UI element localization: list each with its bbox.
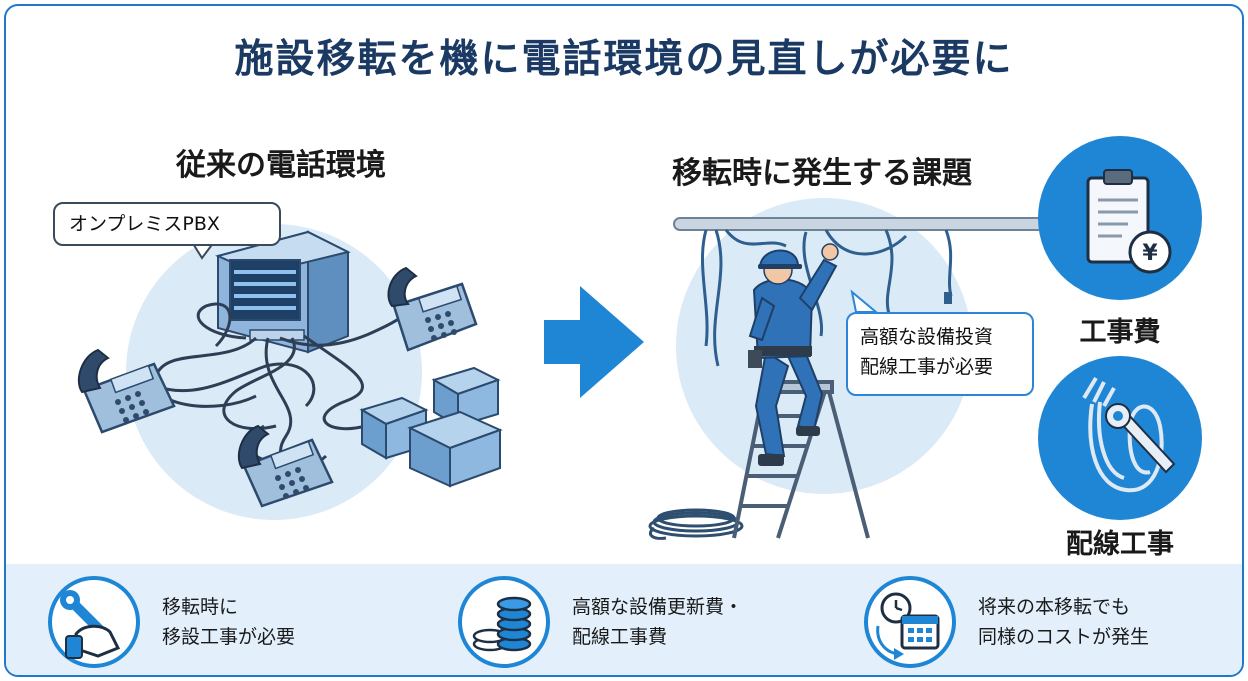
features-band: 移転時に 移設工事が必要 高額な設備更新費・ 配線工事費 将来の本移転でも 同様… <box>6 564 1242 675</box>
clipboard-yen-icon: ¥ <box>1086 169 1172 274</box>
feature-line: 配線工事費 <box>572 626 668 648</box>
moving-boxes-icon <box>359 366 503 488</box>
wiring-work-label: 配線工事 <box>1066 529 1174 560</box>
wrench-icon <box>1105 403 1176 474</box>
feature-text-3: 将来の本移転でも 同様のコストが発生 <box>978 592 1149 652</box>
infographic-frame: 施設移転を機に電話環境の見直しが必要に <box>4 4 1244 677</box>
feature-line: 移設工事が必要 <box>162 626 296 648</box>
cable-wrench-circle <box>1038 356 1202 520</box>
cable-coil <box>648 508 744 540</box>
left-section-title: 従来の電話環境 <box>176 148 386 183</box>
desk-phone-icon <box>387 266 478 352</box>
cable-connector <box>944 292 952 304</box>
page-title: 施設移転を機に電話環境の見直しが必要に <box>234 37 1014 82</box>
desk-phone-icon <box>77 348 176 434</box>
right-section-title: 移転時に発生する課題 <box>672 156 972 191</box>
svg-text:¥: ¥ <box>1142 241 1158 266</box>
features-icons <box>48 576 956 668</box>
pbx-server-icon <box>215 230 351 354</box>
ceiling-pipe <box>673 217 1045 231</box>
clock-calendar-icon <box>876 592 940 660</box>
feature-line: 将来の本移転でも <box>978 596 1131 618</box>
feature-line: 同様のコストが発生 <box>978 626 1150 648</box>
worker-icon <box>748 243 839 466</box>
pbx-bubble: オンプレミスPBX <box>53 202 281 246</box>
right-bg-circle <box>676 198 972 494</box>
cable-wrench-icon <box>1082 376 1164 493</box>
flow-arrow-icon <box>544 286 644 398</box>
cost-bubble: 高額な設備投資 配線工事が必要 <box>846 312 1034 396</box>
desk-phone-icon <box>237 424 334 508</box>
scene-illustration: ¥ <box>77 136 1202 540</box>
bubble-line: 高額な設備投資 <box>860 326 994 348</box>
feature-line: 高額な設備更新費・ <box>572 596 744 618</box>
feature-text-2: 高額な設備更新費・ 配線工事費 <box>572 592 743 652</box>
feature-text-1: 移転時に 移設工事が必要 <box>162 592 295 652</box>
coin-stack-icon <box>472 596 532 652</box>
construction-cost-label: 工事費 <box>1079 317 1161 348</box>
feature-line: 移転時に <box>162 596 239 618</box>
wrench-hand-icon <box>60 590 121 659</box>
bubble-line: 配線工事が必要 <box>860 356 994 378</box>
